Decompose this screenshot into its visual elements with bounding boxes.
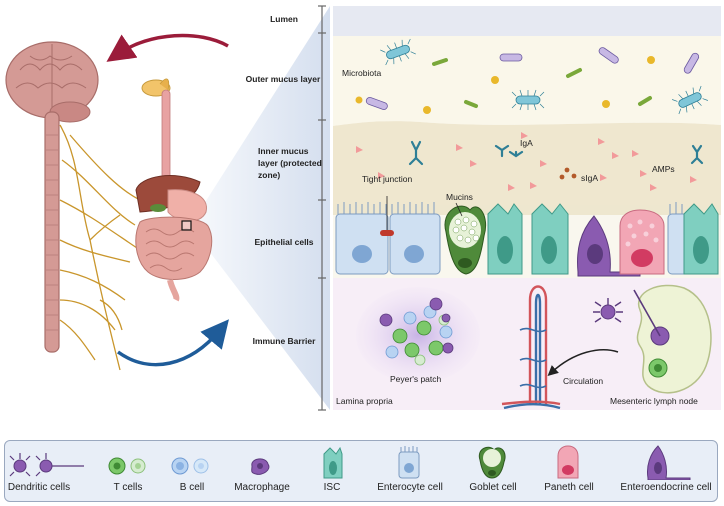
- label-amps: AMPs: [652, 164, 675, 174]
- enterocyte-cells: [335, 196, 689, 275]
- blood-vessel: [501, 285, 561, 410]
- label-immune: Immune Barrier: [253, 336, 317, 346]
- iga-antibodies: [408, 140, 704, 166]
- label-peyers-patch: Peyer's patch: [390, 374, 442, 384]
- legend-enteroendocrine-label: Enteroendocrine cell: [620, 482, 712, 493]
- legend-enterocyte: Enterocyte cell: [368, 482, 452, 493]
- legend-enterocyte-label: Enterocyte cell: [377, 482, 443, 493]
- label-inner-mucus-2: layer (protected: [258, 158, 322, 168]
- legend-isc-icon: [323, 446, 343, 479]
- goblet-cell: [444, 205, 486, 275]
- legend-enterocyte-icon: [398, 446, 420, 479]
- zoom-box: [181, 220, 192, 231]
- legend-enteroendocrine: Enteroendocrine cell: [612, 482, 720, 493]
- legend-macrophage-icon: [251, 458, 270, 475]
- label-lamina-propria: Lamina propria: [336, 396, 393, 406]
- legend-dendritic-label: Dendritic cells: [7, 482, 71, 493]
- gut-to-brain-arrow: [106, 33, 229, 62]
- epithelial-layer: [335, 196, 719, 277]
- legend-bcell-label: B cell: [179, 482, 205, 493]
- mesenteric-lymph-node: [633, 284, 712, 394]
- amps: [356, 132, 697, 191]
- legend-isc: ISC: [312, 482, 352, 493]
- label-siga: sIgA: [581, 173, 598, 183]
- circulation-arrow: [547, 349, 619, 377]
- legend-bcell: B cell: [164, 482, 220, 493]
- microbiota: [355, 38, 709, 115]
- legend-dendritic: Dendritic cells: [4, 482, 74, 493]
- legend-bcell-icon: [171, 457, 209, 475]
- peyers-patch: [356, 287, 480, 383]
- label-outer-mucus: Outer mucus layer: [246, 74, 321, 84]
- legend-paneth: Paneth cell: [536, 482, 602, 493]
- label-iga: IgA: [520, 138, 533, 148]
- label-inner-mucus-3: zone): [258, 170, 280, 180]
- legend-macrophage-label: Macrophage: [234, 482, 290, 493]
- enteroendocrine-cell: [577, 215, 641, 277]
- legend-paneth-label: Paneth cell: [544, 482, 594, 493]
- label-tight-junction: Tight junction: [362, 174, 413, 184]
- label-mucins: Mucins: [446, 192, 473, 202]
- digestive-system: [135, 78, 213, 302]
- paneth-cell: [619, 209, 665, 275]
- legend-tcells-icon: [108, 457, 146, 475]
- legend-isc-label: ISC: [323, 482, 341, 493]
- legend-tcells: T cells: [100, 482, 156, 493]
- legend-tcells-label: T cells: [113, 482, 143, 493]
- legend-macrophage: Macrophage: [226, 482, 298, 493]
- label-inner-mucus-1: Inner mucus: [258, 146, 309, 156]
- label-epithelial: Epithelial cells: [254, 237, 313, 247]
- brain-to-gut-arrow: [116, 319, 229, 367]
- dendritic-cell-free: [593, 298, 623, 323]
- legend-enteroendocrine-icon: [647, 445, 691, 480]
- isc-cells: [487, 203, 719, 275]
- nerve-fibers: [59, 124, 141, 371]
- label-lumen: Lumen: [270, 14, 298, 24]
- zoom-projection: [190, 6, 330, 410]
- label-microbiota: Microbiota: [342, 68, 381, 78]
- legend-dendritic-icon: [9, 453, 84, 477]
- label-lymph-node: Mesenteric lymph node: [610, 396, 698, 406]
- siga: [559, 167, 577, 180]
- legend-icons: [9, 445, 691, 480]
- legend-paneth-icon: [557, 445, 579, 479]
- legend-goblet-icon: [478, 446, 506, 479]
- legend-goblet: Goblet cell: [460, 482, 526, 493]
- brain-spinal-cord: [5, 41, 99, 353]
- legend-goblet-label: Goblet cell: [469, 482, 517, 493]
- label-circulation: Circulation: [563, 376, 603, 386]
